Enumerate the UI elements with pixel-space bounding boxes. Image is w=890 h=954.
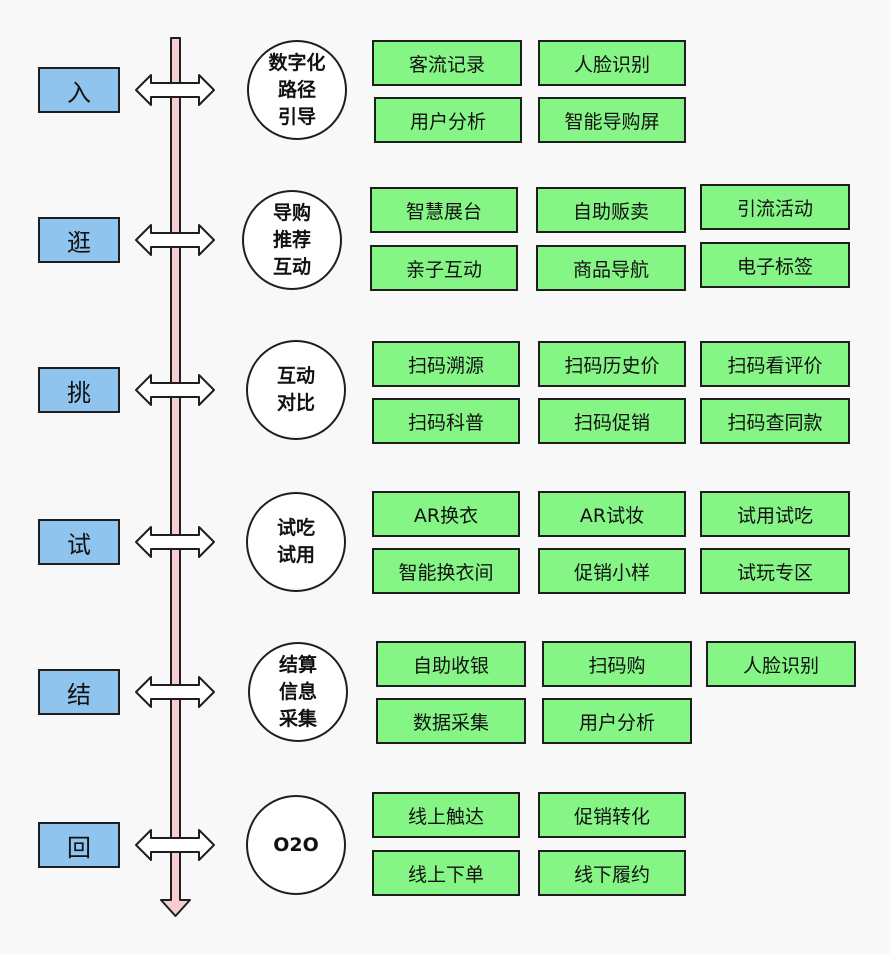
feature-box: 扫码历史价 — [538, 341, 686, 387]
feature-box: 数据采集 — [376, 698, 526, 744]
double-arrow-icon — [135, 676, 215, 708]
feature-box: 亲子互动 — [370, 245, 518, 291]
feature-box: 试用试吃 — [700, 491, 850, 537]
stage-label: 回 — [38, 822, 120, 868]
double-arrow-icon — [135, 74, 215, 106]
feature-box: 试玩专区 — [700, 548, 850, 594]
feature-box: 扫码科普 — [372, 398, 520, 444]
feature-box: 促销小样 — [538, 548, 686, 594]
feature-box: 用户分析 — [374, 97, 522, 143]
feature-box: 用户分析 — [542, 698, 692, 744]
feature-box: 智慧展台 — [370, 187, 518, 233]
stage-theme-circle: 结算 信息 采集 — [248, 642, 348, 742]
stage-theme-circle: 导购 推荐 互动 — [242, 190, 342, 290]
feature-box: 扫码购 — [542, 641, 692, 687]
feature-box: AR换衣 — [372, 491, 520, 537]
stage-theme-circle: 数字化 路径 引导 — [247, 40, 347, 140]
feature-box: AR试妆 — [538, 491, 686, 537]
feature-box: 自助收银 — [376, 641, 526, 687]
feature-box: 自助贩卖 — [536, 187, 686, 233]
feature-box: 智能导购屏 — [538, 97, 686, 143]
double-arrow-icon — [135, 829, 215, 861]
feature-box: 扫码促销 — [538, 398, 686, 444]
feature-box: 客流记录 — [372, 40, 522, 86]
stage-label: 结 — [38, 669, 120, 715]
feature-box: 商品导航 — [536, 245, 686, 291]
feature-box: 智能换衣间 — [372, 548, 520, 594]
feature-box: 线上下单 — [372, 850, 520, 896]
feature-box: 线上触达 — [372, 792, 520, 838]
feature-box: 促销转化 — [538, 792, 686, 838]
stage-label: 挑 — [38, 367, 120, 413]
feature-box: 扫码溯源 — [372, 341, 520, 387]
feature-box: 人脸识别 — [706, 641, 856, 687]
feature-box: 人脸识别 — [538, 40, 686, 86]
double-arrow-icon — [135, 526, 215, 558]
stage-label: 逛 — [38, 217, 120, 263]
timeline-axis-arrow — [160, 37, 191, 917]
feature-box: 引流活动 — [700, 184, 850, 230]
stage-theme-circle: O2O — [246, 795, 346, 895]
feature-box: 扫码查同款 — [700, 398, 850, 444]
stage-label: 入 — [38, 67, 120, 113]
stage-theme-circle: 试吃 试用 — [246, 492, 346, 592]
feature-box: 线下履约 — [538, 850, 686, 896]
feature-box: 电子标签 — [700, 242, 850, 288]
double-arrow-icon — [135, 224, 215, 256]
stage-label: 试 — [38, 519, 120, 565]
double-arrow-icon — [135, 374, 215, 406]
feature-box: 扫码看评价 — [700, 341, 850, 387]
stage-theme-circle: 互动 对比 — [246, 340, 346, 440]
